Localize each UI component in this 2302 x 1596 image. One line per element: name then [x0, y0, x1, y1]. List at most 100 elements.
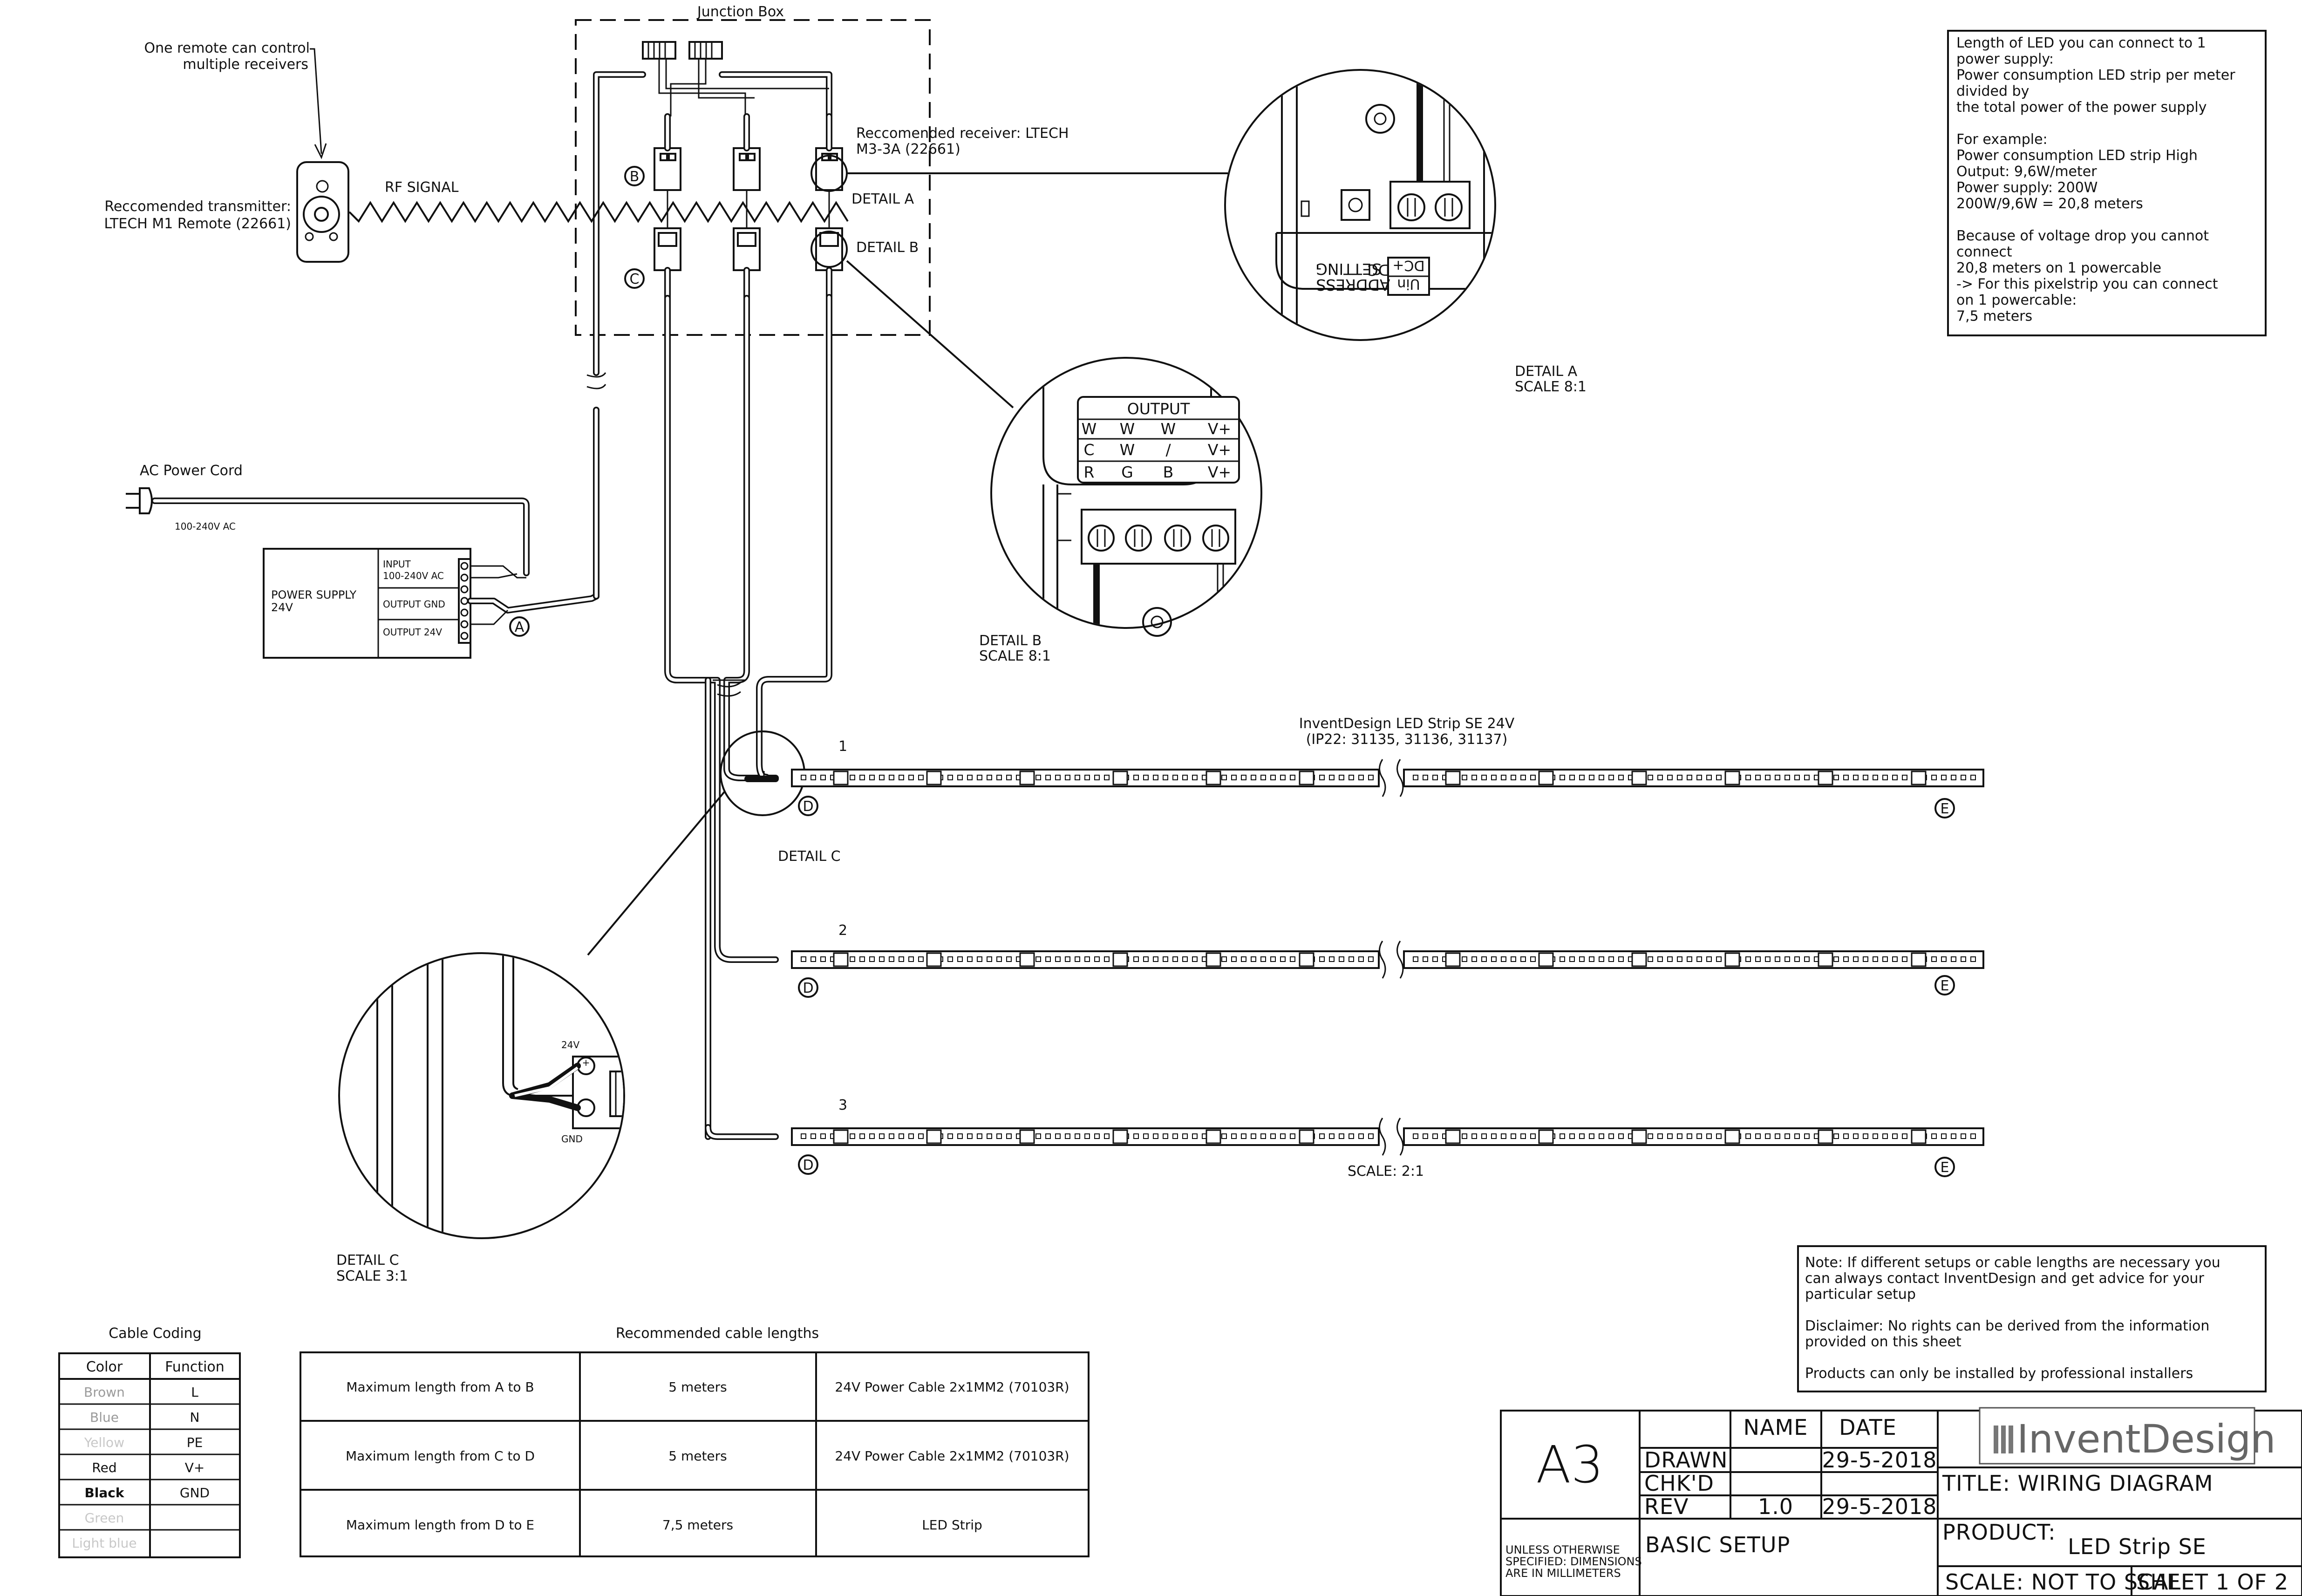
notes-line-2: can always contact InventDesign and get …: [1805, 1270, 2204, 1287]
marker-e-1: E: [1941, 801, 1949, 817]
transmitter-label-line1: Reccomended transmitter:: [104, 198, 291, 215]
length-note-line-2: power supply:: [1956, 51, 2054, 68]
detail-b-output-row-1: W W W V+: [1082, 420, 1231, 438]
detail-b-scale: SCALE 8:1: [979, 648, 1051, 664]
marker-a: A: [515, 619, 524, 635]
drawn-label: DRAWN: [1644, 1447, 1728, 1473]
cable-color: Black: [84, 1485, 124, 1501]
date-header: DATE: [1839, 1415, 1897, 1440]
title-block: A3 UNLESS OTHERWISE SPECIFIED: DIMENSION…: [1500, 1407, 2302, 1596]
cable-length-value: 5 meters: [668, 1379, 727, 1395]
svg-text:/: /: [1165, 441, 1171, 459]
drawn-date: 29-5-2018: [1822, 1447, 1937, 1473]
cable-lengths-title: Recommended cable lengths: [616, 1325, 819, 1342]
checked-label: CHK'D: [1644, 1471, 1714, 1496]
detail-b-output-row-2: C W / V+: [1083, 441, 1231, 459]
length-note-line-8: Power consumption LED strip High: [1956, 148, 2198, 164]
notes-line-5: Disclaimer: No rights can be derived fro…: [1805, 1318, 2209, 1334]
transmitter-label-line2: LTECH M1 Remote (22661): [104, 216, 291, 232]
cable-length-type: 24V Power Cable 2x1MM2 (70103R): [835, 1379, 1069, 1395]
svg-text:V+: V+: [1208, 420, 1231, 438]
marker-d-3: D: [803, 1157, 813, 1173]
cable-color: Green: [85, 1510, 124, 1526]
cable-coding-header-color: Color: [86, 1359, 123, 1375]
detail-c-plus: +: [582, 1057, 590, 1068]
junction-box: Junction Box: [575, 4, 931, 376]
detail-a-dcplus: DC+: [1392, 257, 1424, 273]
rev-label: REV: [1644, 1494, 1689, 1519]
receiver-unit-3: [810, 113, 848, 301]
length-note-line-7: For example:: [1956, 131, 2048, 148]
svg-text:G: G: [1121, 463, 1133, 481]
scale-value: SCALE: NOT TO SCALE: [1945, 1569, 2195, 1595]
psu-label-line1: POWER SUPPLY: [271, 588, 356, 601]
cable-length-row: Maximum length from A to B 5 meters 24V Po…: [346, 1379, 1069, 1395]
length-note-box: Length of LED you can connect to 1power …: [1947, 30, 2267, 336]
svg-text:B: B: [1163, 463, 1174, 481]
svg-text:W: W: [1161, 420, 1176, 438]
receiver-unit-2: [733, 113, 761, 301]
notes-line-8: Products can only be installed by profes…: [1805, 1365, 2193, 1382]
svg-text:V+: V+: [1208, 463, 1231, 481]
length-note-line-1: Length of LED you can connect to 1: [1956, 35, 2206, 51]
ac-power-cord-label: AC Power Cord: [140, 463, 243, 479]
cable-length-span: Maximum length from D to E: [346, 1517, 534, 1533]
strip-number-1: 1: [838, 738, 847, 755]
psu-output-gnd: OUTPUT GND: [383, 599, 445, 610]
detail-b-callout-circle: [810, 231, 848, 268]
power-section: AC Power Cord 100-240V AC POWER SUPPLY 2…: [126, 372, 606, 659]
length-note-line-15: 20,8 meters on 1 powercable: [1956, 260, 2161, 276]
strip-scale: SCALE: 2:1: [1348, 1163, 1424, 1180]
sheet-size: A3: [1536, 1435, 1603, 1494]
detail-a-dc: DC: [1368, 261, 1390, 279]
strip-feed-wires: DETAIL C: [664, 294, 841, 1140]
length-note-line-10: Power supply: 200W: [1956, 180, 2098, 196]
cable-length-span: Maximum length from C to D: [346, 1448, 535, 1464]
rf-signal-label: RF SIGNAL: [385, 179, 459, 196]
svg-text:W: W: [1082, 420, 1097, 438]
detail-a-scale: SCALE 8:1: [1515, 379, 1587, 395]
receiver-label-line2: M3-3A (22661): [856, 141, 960, 157]
ac-voltage-label: 100-240V AC: [175, 521, 236, 532]
receiver-unit-1: [654, 113, 681, 301]
cable-coding-header-function: Function: [165, 1359, 225, 1375]
detail-b-reference: DETAIL B: [856, 239, 919, 256]
notes-line-6: provided on this sheet: [1805, 1334, 1961, 1350]
psu-input-line2: 100-240V AC: [383, 570, 444, 581]
remote-body: [296, 161, 349, 263]
length-note-line-14: connect: [1956, 244, 2012, 260]
name-header: NAME: [1744, 1415, 1808, 1440]
strip-number-2: 2: [838, 922, 847, 939]
psu-label-line2: 24V: [271, 601, 293, 614]
svg-text:R: R: [1084, 463, 1095, 481]
detail-c-24v: 24V: [561, 1039, 579, 1050]
cable-length-span: Maximum length from A to B: [346, 1379, 534, 1395]
cable-function: V+: [185, 1460, 205, 1475]
length-note-line-18: 7,5 meters: [1956, 308, 2032, 325]
strip-number-3: 3: [838, 1097, 847, 1113]
detail-b-terminal-block: [1081, 509, 1236, 565]
detail-c: + 24V GND DETAIL C SCALE 3:1: [336, 791, 725, 1284]
svg-text:W: W: [1120, 441, 1135, 459]
brand-logo: InventDesign: [1979, 1407, 2276, 1465]
notes-box: Note: If different setups or cable lengt…: [1797, 1245, 2267, 1392]
drawing-title: TITLE: WIRING DIAGRAM: [1942, 1471, 2213, 1496]
cable-length-type: LED Strip: [922, 1517, 982, 1533]
rev-date: 29-5-2018: [1822, 1494, 1937, 1519]
detail-a-title: DETAIL A: [1515, 363, 1578, 380]
svg-text:V+: V+: [1208, 441, 1231, 459]
cable-coding-row: Green: [59, 1504, 240, 1526]
psu-output-24v: OUTPUT 24V: [383, 627, 442, 638]
detail-a-reference: DETAIL A: [851, 191, 914, 207]
marker-d-2: D: [803, 980, 813, 996]
length-note-line-3: Power consumption LED strip per meter: [1956, 67, 2235, 83]
detail-c-gnd: GND: [561, 1133, 583, 1145]
length-note-line-5: the total power of the power supply: [1956, 99, 2207, 116]
